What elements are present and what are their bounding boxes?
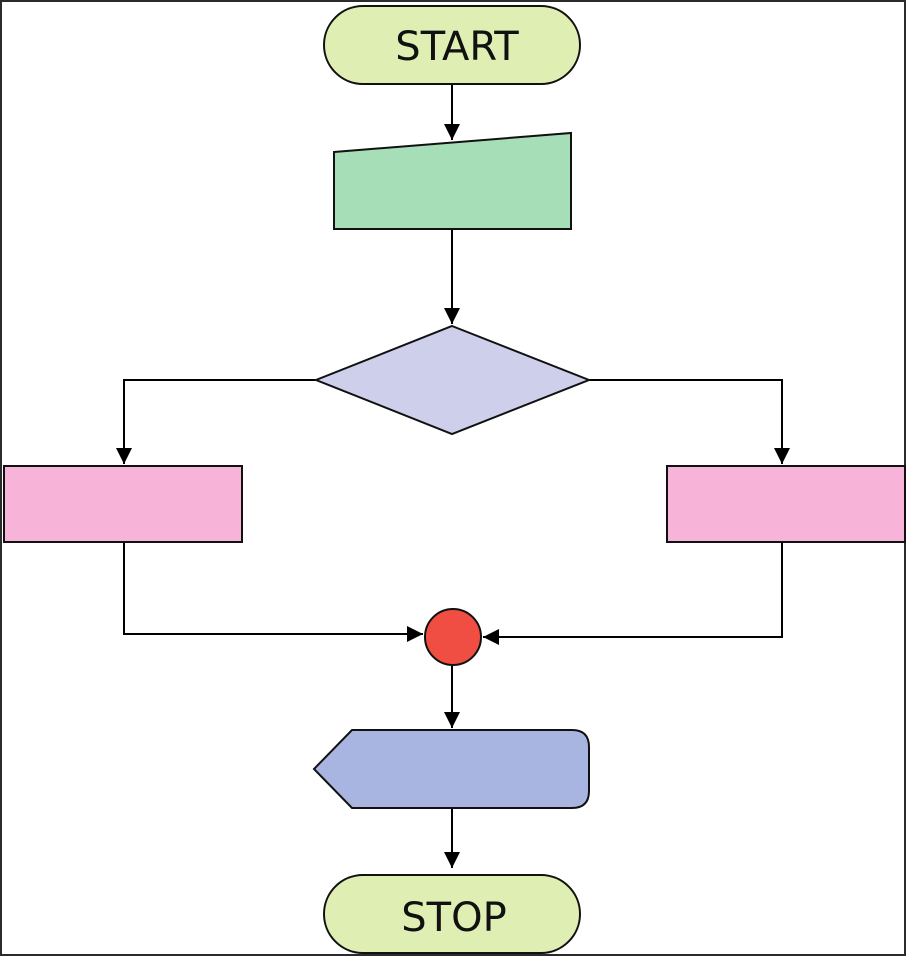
node-process-right[interactable] — [666, 465, 906, 543]
process-left-shape — [3, 465, 243, 543]
node-stop[interactable]: STOP — [323, 874, 581, 954]
edge-decision-to-process-left — [116, 379, 316, 464]
node-display[interactable] — [312, 729, 590, 809]
decision-shape — [313, 324, 592, 436]
node-decision[interactable] — [313, 324, 592, 436]
edge-decision-to-process-right — [589, 379, 790, 464]
node-connector[interactable] — [424, 608, 482, 666]
edges — [116, 84, 790, 868]
start-terminator-shape — [323, 5, 581, 85]
stop-terminator-shape — [323, 874, 581, 954]
edge-process-right-to-connector — [483, 542, 783, 645]
display-shape — [312, 729, 590, 809]
node-process-left[interactable] — [3, 465, 243, 543]
stop-label: STOP — [401, 895, 506, 941]
start-label: START — [395, 24, 519, 70]
node-manual-input[interactable] — [333, 131, 572, 230]
manual-input-shape — [333, 131, 572, 230]
edge-process-left-to-connector — [123, 542, 423, 642]
connector-circle-shape — [424, 608, 482, 666]
process-right-shape — [666, 465, 906, 543]
node-start[interactable]: START — [323, 5, 581, 85]
